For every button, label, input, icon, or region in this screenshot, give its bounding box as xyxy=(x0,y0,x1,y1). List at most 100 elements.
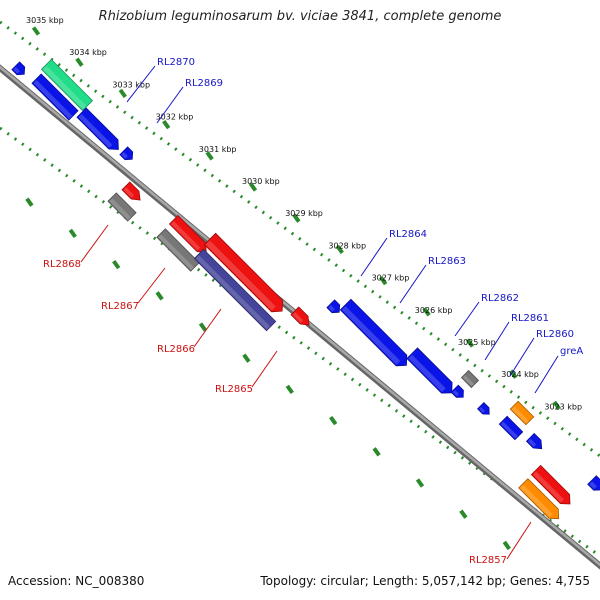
gene-arrow-highlight xyxy=(109,198,131,221)
gene-arrow-highlight xyxy=(205,240,276,311)
gene-feature[interactable] xyxy=(156,228,200,272)
gene-arrow-body xyxy=(460,369,480,389)
map-title: Rhizobium leguminosarum bv. viciae 3841,… xyxy=(98,9,502,24)
gene-label[interactable]: greA xyxy=(560,346,583,357)
gene-label[interactable]: RL2865 xyxy=(215,384,253,395)
label-leader-line xyxy=(509,337,535,377)
tick-row-outer xyxy=(0,20,600,458)
gene-label[interactable]: RL2863 xyxy=(428,256,466,267)
tick-label: 3033 kbp xyxy=(112,80,150,89)
gene-label[interactable]: RL2860 xyxy=(536,329,574,340)
tick-mark-outer xyxy=(509,369,518,379)
gene-arrow-body xyxy=(477,402,490,415)
tick-mark-inner xyxy=(25,197,34,207)
tick-mark-inner xyxy=(459,509,468,519)
gene-arrow-body xyxy=(203,232,284,313)
gene-feature[interactable] xyxy=(450,384,464,398)
gene-label[interactable]: RL2867 xyxy=(101,301,139,312)
gene-arrow-body xyxy=(518,478,560,520)
gene-arrow-highlight xyxy=(500,421,518,439)
gene-label[interactable]: RL2870 xyxy=(157,57,195,68)
accession-text: Accession: NC_008380 xyxy=(8,574,145,588)
gene-labels: RL2870RL2869RL2864RL2863RL2862RL2861RL28… xyxy=(43,57,583,566)
tick-label: 3035 kbp xyxy=(26,16,64,25)
gene-arrow-body xyxy=(290,306,310,326)
gene-feature[interactable] xyxy=(406,347,453,394)
tick-mark-outer xyxy=(31,26,41,36)
tick-mark-outer xyxy=(335,244,344,255)
gene-label[interactable]: RL2866 xyxy=(157,344,195,355)
gene-arrow-highlight xyxy=(13,67,20,74)
tick-mark-outer xyxy=(205,151,214,161)
gene-arrow-body xyxy=(11,61,26,76)
gene-feature[interactable] xyxy=(121,181,141,201)
gene-feature[interactable] xyxy=(530,464,571,505)
gene-arrow-highlight xyxy=(78,114,113,148)
gene-label[interactable]: RL2862 xyxy=(481,293,519,304)
tick-label: 3027 kbp xyxy=(372,274,410,283)
gene-feature[interactable] xyxy=(40,58,94,112)
gene-feature[interactable] xyxy=(525,432,543,450)
gene-arrow-highlight xyxy=(195,255,270,330)
gene-feature[interactable] xyxy=(193,248,277,332)
label-leader-line xyxy=(506,521,532,560)
tick-mark-outer xyxy=(292,213,301,223)
gene-label[interactable]: RL2869 xyxy=(185,78,223,89)
tick-label: 3028 kbp xyxy=(328,241,366,250)
label-leader-line xyxy=(156,86,184,124)
gene-feature[interactable] xyxy=(203,232,284,313)
label-leader-line xyxy=(484,321,510,361)
gene-arrow-highlight xyxy=(341,306,401,365)
tick-mark-inner xyxy=(285,384,294,395)
gene-arrow-highlight xyxy=(328,305,335,312)
tick-mark-outer xyxy=(422,307,431,317)
tick-track xyxy=(0,20,600,558)
gene-feature[interactable] xyxy=(477,402,490,415)
gene-feature[interactable] xyxy=(11,61,26,76)
gene-feature[interactable] xyxy=(326,299,341,314)
gene-arrow-highlight xyxy=(532,471,564,503)
label-leaders xyxy=(80,65,559,560)
gene-arrow-highlight xyxy=(408,354,446,393)
tick-mark-outer xyxy=(465,338,475,348)
gene-feature[interactable] xyxy=(290,306,310,326)
gene-feature[interactable] xyxy=(587,475,600,491)
gene-feature[interactable] xyxy=(509,400,535,426)
gene-label[interactable]: RL2868 xyxy=(43,259,81,270)
gene-arrow-highlight xyxy=(158,234,194,271)
gene-arrow-body xyxy=(530,464,571,505)
gene-arrow-highlight xyxy=(43,65,87,110)
gene-feature[interactable] xyxy=(76,107,119,150)
gene-arrow-body xyxy=(40,58,94,112)
gene-feature[interactable] xyxy=(498,415,524,441)
gene-feature[interactable] xyxy=(460,369,480,389)
gene-feature[interactable] xyxy=(107,192,137,222)
gene-feature[interactable] xyxy=(518,478,560,520)
tick-mark-inner xyxy=(155,291,164,301)
tick-mark-outer xyxy=(552,400,561,411)
gene-arrow-body xyxy=(450,384,464,398)
tick-label: 3034 kbp xyxy=(69,48,107,57)
gene-label[interactable]: RL2864 xyxy=(389,229,427,240)
tick-mark-inner xyxy=(198,322,208,332)
gene-arrow-highlight xyxy=(170,221,201,251)
gene-arrow-body xyxy=(339,298,408,367)
tick-mark-inner xyxy=(329,415,338,426)
tick-mark-outer xyxy=(248,182,258,192)
tick-mark-inner xyxy=(502,540,511,551)
tick-mark-inner xyxy=(372,447,381,457)
tick-mark-inner xyxy=(68,228,77,239)
gene-feature[interactable] xyxy=(31,73,79,121)
gene-feature[interactable] xyxy=(339,298,408,367)
tick-mark-outer xyxy=(379,275,388,286)
gene-label[interactable]: RL2861 xyxy=(511,313,549,324)
gene-feature[interactable] xyxy=(119,146,134,161)
label-leader-line xyxy=(454,301,480,337)
tick-label: 3025 kbp xyxy=(458,338,496,347)
gene-arrow-highlight xyxy=(121,152,128,159)
label-leader-line xyxy=(251,350,278,388)
tick-mark-outer xyxy=(118,88,127,99)
gene-label[interactable]: RL2857 xyxy=(469,555,507,566)
